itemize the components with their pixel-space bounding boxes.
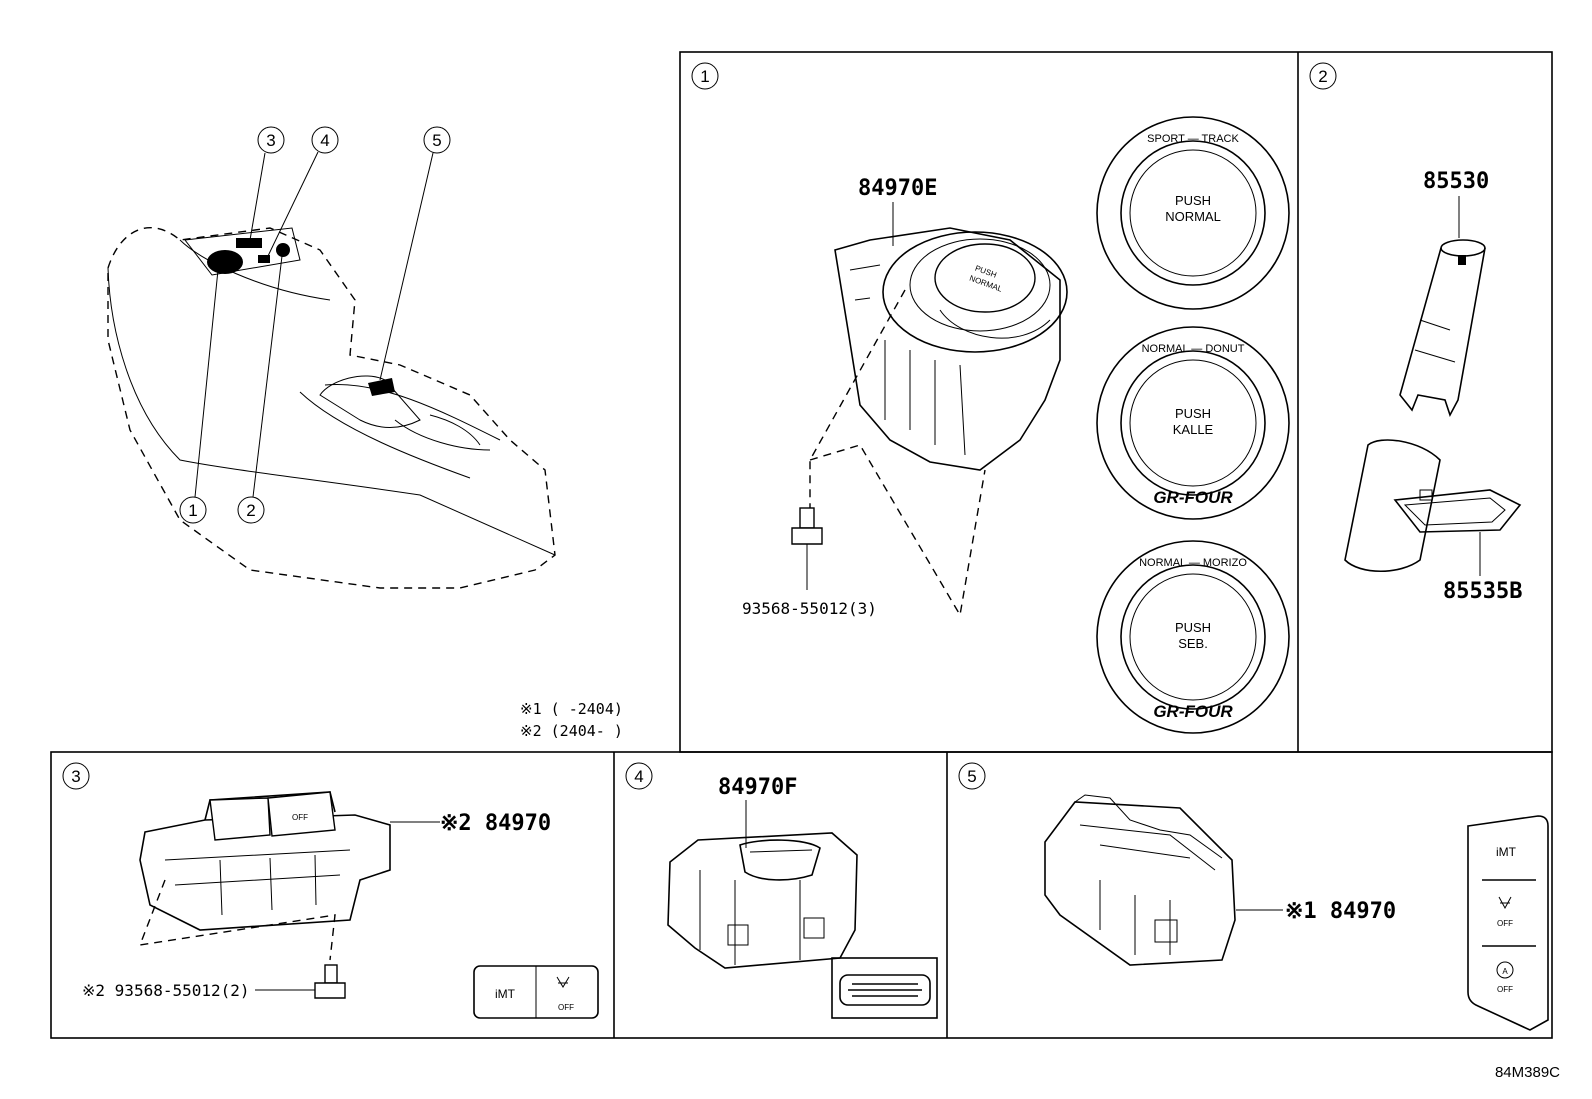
svg-text:3: 3 — [266, 131, 275, 150]
mode-knob-kalle: NORMAL — DONUT PUSH KALLE GR-FOUR — [1096, 326, 1290, 520]
panel-3: 3 OFF ※2 84970 ※2 93568-55012(2) iMT OFF — [62, 762, 599, 1019]
screw-93568-55012-3 — [791, 507, 823, 590]
knob2-ring-label: NORMAL — DONUT — [1142, 343, 1245, 355]
svg-text:SEB.: SEB. — [1178, 636, 1208, 651]
traction-off-icon — [1498, 896, 1512, 910]
overview-callout-1: 1 — [179, 269, 219, 524]
svg-text:1: 1 — [188, 501, 197, 520]
panel-3-number: 3 — [71, 767, 80, 786]
traction-off-icon — [556, 976, 570, 988]
mode-knob-normal: SPORT — TRACK PUSH NORMAL — [1096, 116, 1290, 310]
knob3-ring-label: NORMAL — MORIZO — [1139, 557, 1247, 569]
part-93568-55012-3: 93568-55012(3) — [742, 599, 877, 618]
note-2: ※2 (2404- ) — [520, 722, 623, 740]
date-notes: ※1 ( -2404) ※2 (2404- ) — [520, 700, 623, 740]
part-93568-55012-2: ※2 93568-55012(2) — [82, 981, 250, 1000]
svg-text:OFF: OFF — [558, 1003, 574, 1012]
svg-text:5: 5 — [432, 131, 441, 150]
gr-four-badge: GR-FOUR — [1153, 488, 1233, 507]
svg-text:A: A — [1502, 967, 1508, 976]
svg-text:NORMAL: NORMAL — [1165, 209, 1221, 224]
switch-84970-type1 — [1044, 794, 1236, 966]
svg-text:OFF: OFF — [1497, 985, 1513, 994]
panel-5: 5 ※1 84970 iMT OFF A OFF — [958, 762, 1549, 1031]
svg-text:PUSH: PUSH — [1175, 193, 1211, 208]
panel-1-number: 1 — [700, 67, 709, 86]
panel-2-number: 2 — [1318, 67, 1327, 86]
overview-callout-2: 2 — [237, 255, 283, 524]
part-84970F: 84970F — [718, 775, 797, 800]
panel-frames — [50, 51, 1553, 1039]
panel-1: 1 84970E PUSH NORMAL 93568-55012(3) — [691, 62, 1290, 734]
console-overview: 3 4 5 1 2 — [107, 126, 556, 589]
switch-84970-type2: OFF — [139, 791, 391, 931]
overview-callout-3: 3 — [249, 126, 285, 241]
svg-text:2: 2 — [246, 501, 255, 520]
svg-text:PUSH: PUSH — [1175, 406, 1211, 421]
overview-callout-4: 4 — [267, 126, 339, 257]
auto-stop-icon — [1496, 961, 1514, 979]
socket-bracket — [1344, 439, 1522, 573]
drive-mode-switch: PUSH NORMAL — [834, 227, 1068, 471]
svg-text:KALLE: KALLE — [1173, 422, 1214, 437]
knob1-ring-label: SPORT — TRACK — [1147, 133, 1239, 145]
panel-2: 2 85530 85535B — [1309, 62, 1522, 604]
switch-84970F — [667, 832, 858, 969]
panel-4: 4 84970F — [625, 762, 938, 1019]
imt-label: iMT — [1496, 845, 1517, 859]
switch-84970F-face — [831, 957, 938, 1019]
part-84970-type1: ※1 84970 — [1285, 899, 1396, 924]
imt-label: iMT — [495, 987, 516, 1001]
part-85535B: 85535B — [1443, 579, 1522, 604]
svg-text:OFF: OFF — [1497, 919, 1513, 928]
part-84970E: 84970E — [858, 176, 937, 201]
svg-text:OFF: OFF — [292, 813, 308, 822]
drawing-code: 84M389C — [1495, 1064, 1560, 1081]
part-84970-type2: ※2 84970 — [440, 811, 551, 836]
panel-4-number: 4 — [634, 767, 643, 786]
gr-four-badge: GR-FOUR — [1153, 702, 1233, 721]
button-face-imt-off: iMT OFF — [473, 965, 599, 1019]
svg-text:PUSH: PUSH — [1175, 620, 1211, 635]
overview-callout-5: 5 — [379, 126, 451, 381]
mode-knob-seb: NORMAL — MORIZO PUSH SEB. GR-FOUR — [1096, 540, 1290, 734]
power-socket — [1399, 239, 1486, 418]
button-face-imt-off-a-off: iMT OFF A OFF — [1467, 815, 1549, 1031]
screw-93568-55012-2 — [255, 964, 346, 999]
panel-5-number: 5 — [967, 767, 976, 786]
svg-text:4: 4 — [320, 131, 329, 150]
part-85530: 85530 — [1423, 169, 1489, 194]
note-1: ※1 ( -2404) — [520, 700, 623, 718]
